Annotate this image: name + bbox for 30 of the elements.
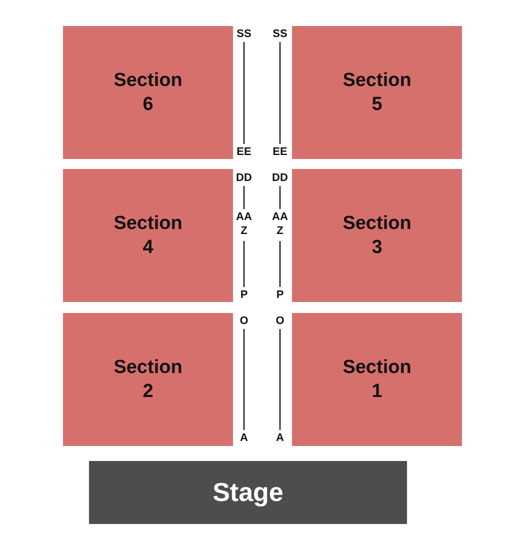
- seating-section: [292, 169, 462, 302]
- row-label: O: [274, 315, 286, 327]
- row-label: O: [238, 315, 250, 327]
- row-label: EE: [272, 146, 288, 158]
- section-label: Section 6: [112, 68, 184, 116]
- row-label: SS: [236, 28, 252, 40]
- row-label: Z: [240, 225, 248, 237]
- seating-section: [63, 26, 233, 159]
- row-label: P: [239, 289, 249, 301]
- section-label: Section 2: [112, 356, 184, 404]
- row-label: Z: [276, 225, 284, 237]
- row-label: A: [239, 432, 249, 444]
- row-label: P: [275, 289, 285, 301]
- row-label: AA: [271, 211, 289, 223]
- row-label: SS: [272, 28, 288, 40]
- section-label: Section 3: [342, 212, 412, 260]
- row-label: AA: [235, 211, 253, 223]
- row-label: EE: [236, 146, 252, 158]
- row-label: A: [275, 432, 285, 444]
- section-label: Section 4: [112, 212, 184, 260]
- seating-section: [63, 169, 233, 302]
- row-label: DD: [235, 172, 253, 184]
- section-label: Section 1: [342, 356, 412, 404]
- section-label: Section 5: [342, 68, 412, 116]
- seating-section: [292, 26, 462, 159]
- row-label: DD: [271, 172, 289, 184]
- stage-label: Stage: [212, 476, 284, 509]
- seating-section: [63, 313, 233, 446]
- stage-block: [89, 461, 407, 524]
- seating-section: [292, 313, 462, 446]
